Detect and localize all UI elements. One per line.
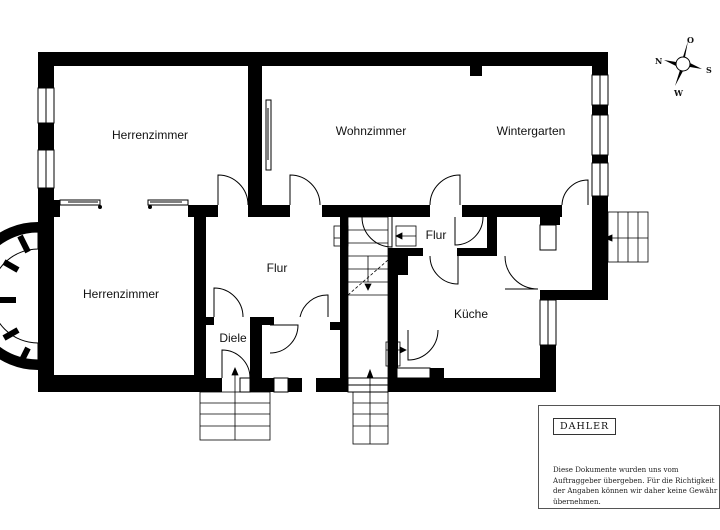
wall-flur-bottom	[457, 248, 497, 256]
door-flur-bath	[454, 216, 484, 246]
door-kitchen-low	[407, 329, 439, 361]
windows	[37, 74, 609, 393]
window-kitchen-bottom	[396, 367, 431, 379]
wall-kitchen-mid	[388, 248, 423, 256]
wall-diele-right	[250, 317, 262, 392]
room-label-wintergarten: Wintergarten	[497, 124, 566, 138]
wall-flur-right	[487, 217, 497, 255]
wall-top	[38, 52, 608, 66]
door-kitchen-right	[504, 255, 539, 290]
room-label-wohnzimmer: Wohnzimmer	[336, 124, 406, 138]
door-wg-right	[561, 179, 589, 206]
room-label-flur-main: Flur	[267, 261, 288, 275]
room-labels: Herrenzimmer Wohnzimmer Wintergarten Her…	[83, 124, 565, 345]
door-stair	[361, 216, 393, 248]
wall-bottom-left	[38, 375, 198, 392]
door-wohn-wg	[429, 174, 461, 206]
stairs	[199, 211, 649, 445]
room-label-diele: Diele	[219, 331, 247, 345]
compass-west: W	[673, 88, 684, 98]
wall-kitchen-left-top	[388, 255, 408, 275]
sliding-doors	[59, 99, 272, 209]
door-herren-flur	[217, 174, 249, 206]
compass-north: N	[655, 56, 662, 66]
door-diele-top	[213, 287, 244, 318]
door-diele-right	[299, 294, 329, 318]
door-entrance	[221, 349, 251, 379]
wall-mid-left	[38, 200, 60, 217]
window-diele	[239, 377, 251, 393]
disclaimer-text: Diese Dokumente wurden uns vom Auftragge…	[553, 465, 718, 506]
wall-wintergarten-bottom	[540, 290, 608, 300]
wall-kitchen-top-right	[540, 217, 560, 225]
wall-diele-top	[206, 317, 214, 325]
door-wohn-flur	[289, 174, 321, 206]
wall-kitchen-stub	[430, 368, 444, 378]
dahler-logo: DAHLER	[553, 418, 617, 435]
wall-wc-right	[288, 378, 302, 392]
wall-kitchen-left	[388, 255, 398, 392]
bay-window	[0, 222, 39, 370]
walls	[38, 52, 608, 392]
wall-herren-right	[194, 205, 206, 380]
wall-left-lower	[38, 217, 54, 392]
stair-rear	[352, 391, 389, 445]
wall-stair-left	[340, 217, 348, 392]
room-label-herrenzimmer-top: Herrenzimmer	[112, 128, 188, 142]
wall-bottom-mid	[316, 378, 348, 392]
pillar	[470, 66, 482, 76]
room-label-kueche: Küche	[454, 307, 488, 321]
wall-diele-bottom	[194, 378, 222, 392]
wall-wc-top	[262, 317, 274, 325]
disclaimer-box: DAHLER Diese Dokumente wurden uns vom Au…	[538, 405, 720, 509]
room-label-herrenzimmer-bottom: Herrenzimmer	[83, 287, 159, 301]
door-wc	[269, 324, 299, 354]
room-label-flur-small: Flur	[426, 228, 447, 242]
wall-kitchen-bottom	[388, 378, 556, 392]
wall-divider-top	[248, 52, 262, 207]
window-wc	[273, 377, 289, 393]
compass: N O S W	[655, 35, 712, 98]
wall-mid-d	[462, 205, 562, 217]
door-kitchen	[429, 255, 459, 285]
wall-left-upper	[38, 52, 54, 217]
wall-mid-c	[322, 205, 430, 217]
compass-south: S	[706, 65, 712, 75]
wall-mid-b	[248, 205, 290, 217]
wall-wc-bottom	[262, 378, 274, 392]
compass-east: O	[687, 35, 694, 45]
doors	[213, 174, 589, 379]
window-wg-lower	[539, 224, 557, 251]
stair-main	[347, 216, 389, 379]
wall-stair-box	[330, 322, 342, 330]
wall-right-lower	[592, 260, 608, 300]
